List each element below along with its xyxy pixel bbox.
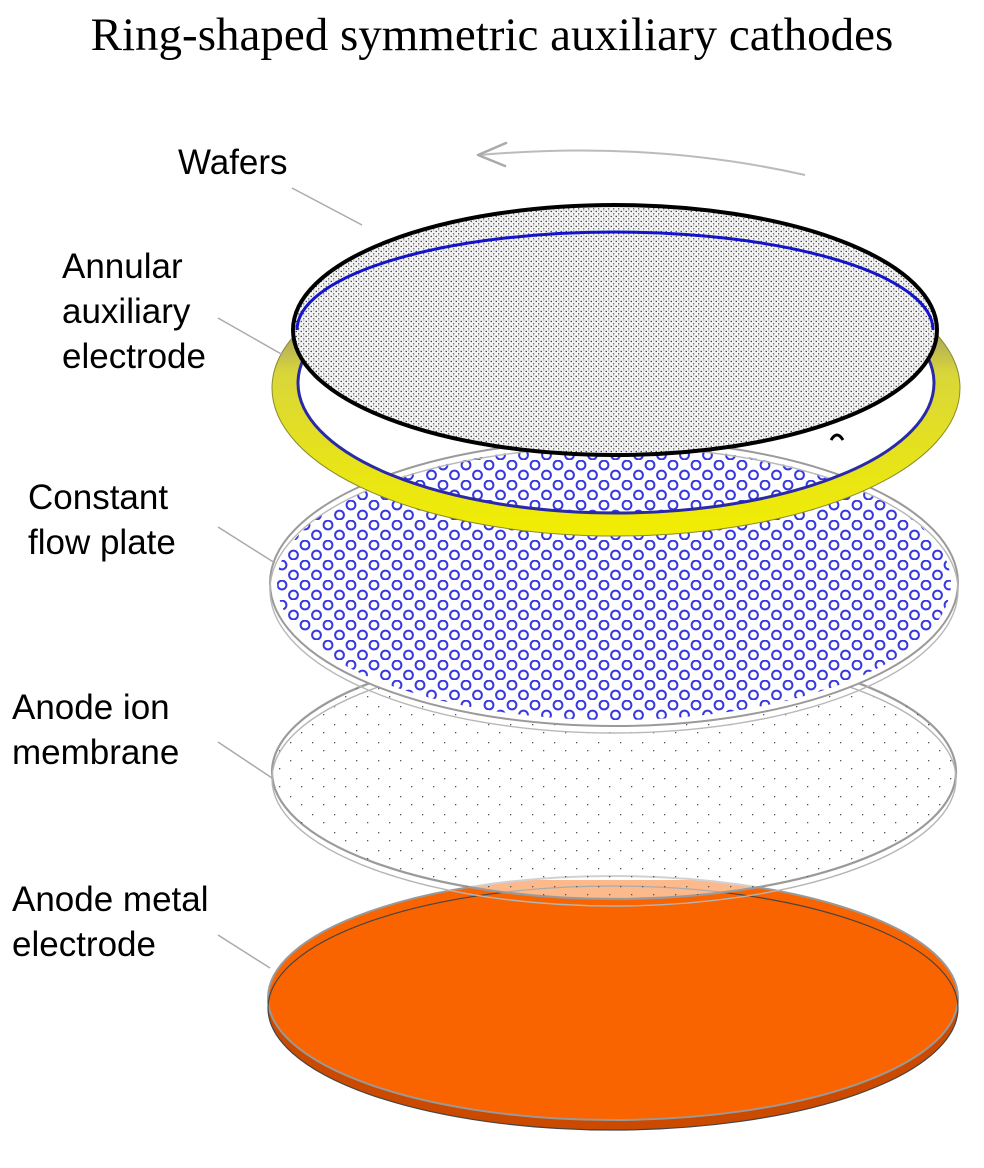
leader-line-auxiliary [218, 318, 283, 355]
rotation-arrow-icon [478, 143, 805, 175]
wafer-notch [831, 435, 843, 440]
anode-metal-electrode [268, 876, 958, 1130]
leader-line-membrane [218, 742, 272, 778]
leader-line-wafers [292, 188, 362, 225]
leader-line-flow-plate [218, 527, 275, 563]
leader-line-metal [218, 935, 270, 968]
wafer [293, 205, 937, 455]
